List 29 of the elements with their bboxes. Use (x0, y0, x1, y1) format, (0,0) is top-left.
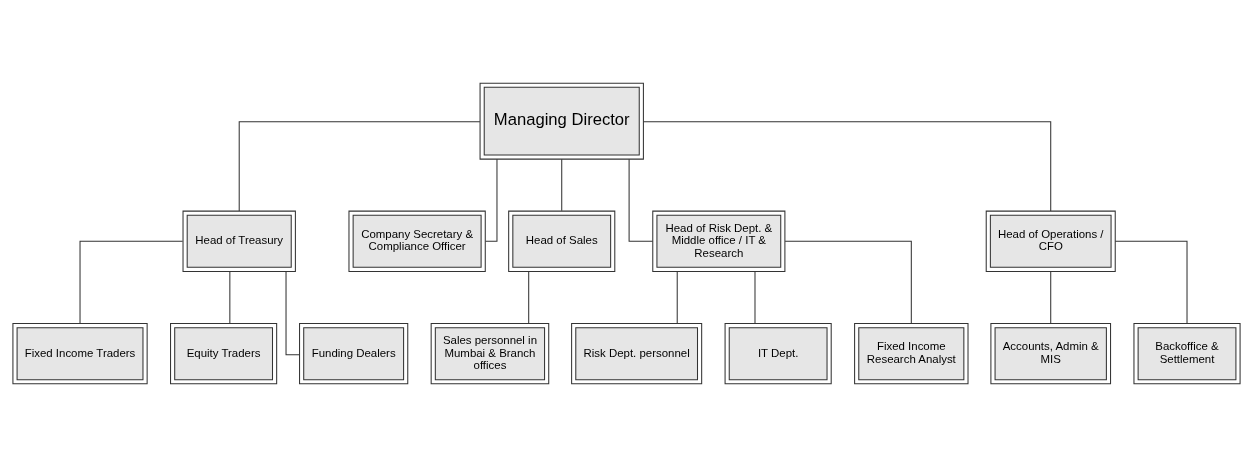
connector (676, 271, 678, 324)
node-box: Head of Operations / CFO (985, 210, 1116, 272)
node-box: Accounts, Admin & MIS (990, 322, 1112, 385)
node-box: Head of Treasury (182, 210, 296, 272)
node-box: Fixed Income Research Analyst (854, 322, 969, 385)
connector (79, 240, 184, 324)
connector (229, 271, 231, 324)
node-box: IT Dept. (724, 322, 832, 385)
connector (485, 158, 498, 242)
connector (238, 121, 481, 212)
node-box: Fixed Income Traders (12, 322, 148, 385)
connector (628, 158, 654, 242)
node-box: Head of Sales (508, 210, 616, 272)
connector (754, 271, 756, 324)
connector (643, 121, 1052, 212)
connector (1050, 271, 1052, 324)
node-box: Backoffice & Settlement (1133, 322, 1241, 385)
node-box: Head of Risk Dept. & Middle office / IT & Research (652, 210, 786, 272)
node-box: Managing Director (479, 82, 644, 160)
node-box: Company Secretary & Compliance Officer (348, 210, 486, 272)
node-box: Funding Dealers (299, 322, 409, 385)
node-box: Equity Traders (170, 322, 278, 385)
connector (285, 271, 300, 356)
node-box: Sales personnel in Mumbai & Branch offices (430, 322, 550, 385)
connector (784, 240, 912, 324)
connector (561, 158, 563, 212)
connector (1114, 240, 1188, 324)
connector (528, 271, 530, 324)
node-box: Risk Dept. personnel (571, 322, 703, 385)
